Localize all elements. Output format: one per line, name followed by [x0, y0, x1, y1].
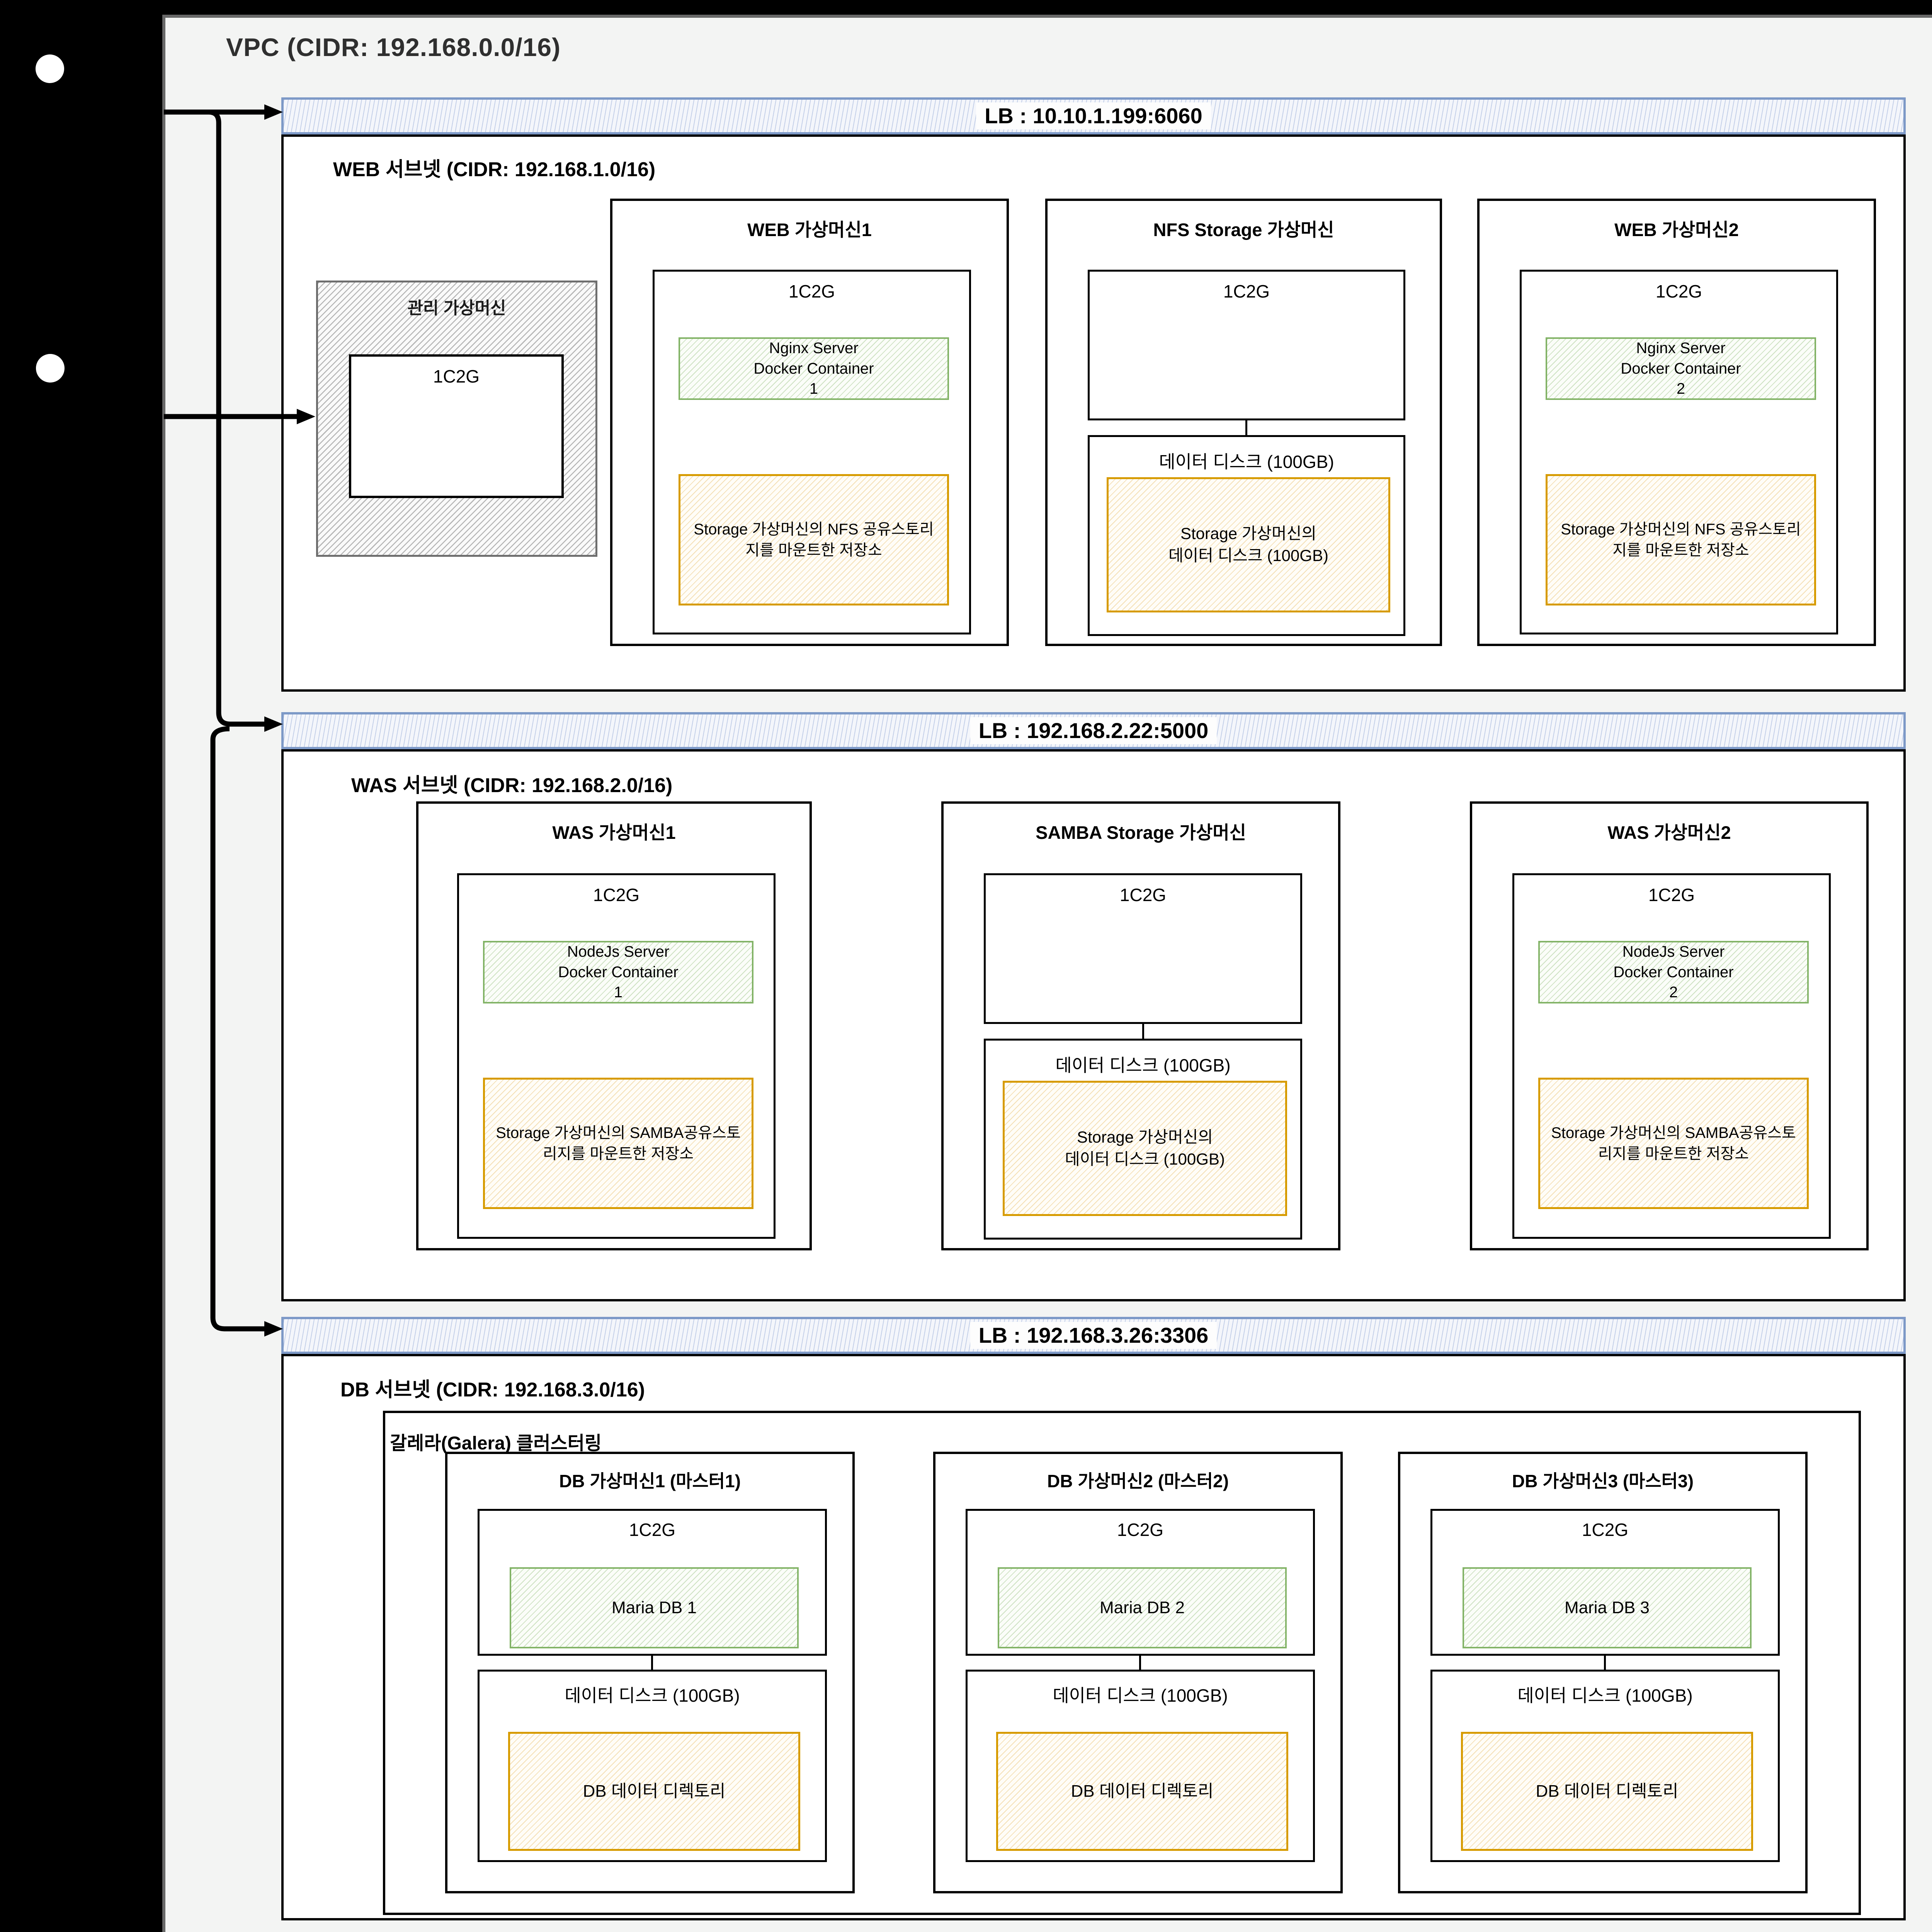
- vm-nfs-disk-label: 데이터 디스크 (100GB): [1159, 452, 1334, 472]
- vm-was-2-title: WAS 가상머신2: [1607, 822, 1731, 843]
- vm-web-2-compute: 1C2G Nginx Server Docker Container 2 Sto…: [1520, 270, 1838, 634]
- vm-was-1-storage: Storage 가상머신의 SAMBA공유스토리지를 마운트한 저장소: [483, 1078, 753, 1209]
- vm-management-compute: 1C2G: [349, 354, 564, 498]
- lb-banner-web: LB : 10.10.1.199:6060: [281, 97, 1906, 134]
- vm-was-1-title: WAS 가상머신1: [552, 822, 676, 843]
- vm-web-2-spec: 1C2G: [1655, 281, 1702, 301]
- vm-management-title: 관리 가상머신: [407, 299, 506, 318]
- lb-banner-web-label: LB : 10.10.1.199:6060: [976, 102, 1211, 129]
- vm-samba-disk-storage: Storage 가상머신의 데이터 디스크 (100GB): [1003, 1081, 1287, 1216]
- subnet-was: WAS 서브넷 (CIDR: 192.168.2.0/16) WAS 가상머신1…: [281, 749, 1906, 1301]
- vm-db-3-compute: 1C2G Maria DB 3: [1430, 1509, 1780, 1656]
- vm-nfs-storage-compute: 1C2G: [1088, 270, 1405, 420]
- vm-samba-storage: SAMBA Storage 가상머신 1C2G 데이터 디스크 (100GB) …: [941, 801, 1340, 1250]
- vm-web-1-storage: Storage 가상머신의 NFS 공유스토리지를 마운트한 저장소: [679, 474, 949, 605]
- vm-web-1: WEB 가상머신1 1C2G Nginx Server Docker Conta…: [610, 199, 1009, 646]
- vm-was-1-container: NodeJs Server Docker Container 1: [483, 941, 753, 1003]
- vm-db-2-title: DB 가상머신2 (마스터2): [1047, 1471, 1229, 1491]
- vm-web-2-title: WEB 가상머신2: [1614, 219, 1739, 240]
- lb-banner-was: LB : 192.168.2.22:5000: [281, 712, 1906, 749]
- vm-web-2-storage: Storage 가상머신의 NFS 공유스토리지를 마운트한 저장소: [1546, 474, 1816, 605]
- vm-db-1-engine: Maria DB 1: [510, 1567, 799, 1648]
- vm-db-2-compute: 1C2G Maria DB 2: [966, 1509, 1315, 1656]
- subnet-web-label: WEB 서브넷 (CIDR: 192.168.1.0/16): [333, 158, 656, 181]
- vm-was-1: WAS 가상머신1 1C2G NodeJs Server Docker Cont…: [416, 801, 812, 1250]
- vm-nfs-storage-title: NFS Storage 가상머신: [1153, 219, 1334, 240]
- vm-was-2-compute: 1C2G NodeJs Server Docker Container 2 St…: [1512, 873, 1831, 1239]
- vm-db-1-disk-label: 데이터 디스크 (100GB): [565, 1685, 740, 1706]
- vm-db-3-disk-label: 데이터 디스크 (100GB): [1517, 1685, 1693, 1706]
- vm-samba-disk: 데이터 디스크 (100GB) Storage 가상머신의 데이터 디스크 (1…: [984, 1039, 1302, 1240]
- vm-db-2: DB 가상머신2 (마스터2) 1C2G Maria DB 2 데이터 디스크 …: [933, 1452, 1343, 1893]
- vm-web-1-compute: 1C2G Nginx Server Docker Container 1 Sto…: [653, 270, 971, 634]
- vm-db-1-title: DB 가상머신1 (마스터1): [559, 1471, 741, 1491]
- lb-banner-db-label: LB : 192.168.3.26:3306: [970, 1322, 1217, 1349]
- vm-db-1-disk: 데이터 디스크 (100GB) DB 데이터 디렉토리: [478, 1670, 827, 1862]
- subnet-was-label: WAS 서브넷 (CIDR: 192.168.2.0/16): [351, 774, 673, 797]
- lb-banner-db: LB : 192.168.3.26:3306: [281, 1317, 1906, 1354]
- vm-db-3-engine: Maria DB 3: [1463, 1567, 1752, 1648]
- vm-samba-storage-title: SAMBA Storage 가상머신: [1036, 822, 1246, 843]
- vm-db-3-disk: 데이터 디스크 (100GB) DB 데이터 디렉토리: [1430, 1670, 1780, 1862]
- vm-was-1-spec: 1C2G: [593, 885, 640, 905]
- vm-nfs-disk-connector: [1245, 420, 1247, 435]
- decorative-dot-1: [36, 54, 64, 83]
- vm-samba-disk-label: 데이터 디스크 (100GB): [1055, 1055, 1231, 1075]
- vm-was-2-container: NodeJs Server Docker Container 2: [1538, 941, 1809, 1003]
- vm-was-1-compute: 1C2G NodeJs Server Docker Container 1 St…: [457, 873, 776, 1239]
- vpc-title: VPC (CIDR: 192.168.0.0/16): [226, 33, 561, 61]
- vm-nfs-disk: 데이터 디스크 (100GB) Storage 가상머신의 데이터 디스크 (1…: [1088, 435, 1405, 636]
- vm-db-2-engine: Maria DB 2: [998, 1567, 1287, 1648]
- vm-was-2-storage: Storage 가상머신의 SAMBA공유스토리지를 마운트한 저장소: [1538, 1078, 1809, 1209]
- vm-web-1-title: WEB 가상머신1: [747, 219, 872, 240]
- vm-web-2-container: Nginx Server Docker Container 2: [1546, 337, 1816, 400]
- vm-nfs-storage-spec: 1C2G: [1223, 281, 1270, 301]
- vm-db-3-data-dir: DB 데이터 디렉토리: [1461, 1732, 1753, 1851]
- vm-web-2: WEB 가상머신2 1C2G Nginx Server Docker Conta…: [1477, 199, 1876, 646]
- vm-db-3: DB 가상머신3 (마스터3) 1C2G Maria DB 3 데이터 디스크 …: [1398, 1452, 1808, 1893]
- vm-was-2-spec: 1C2G: [1648, 885, 1695, 905]
- vm-db-2-spec: 1C2G: [1117, 1520, 1164, 1540]
- vm-db-1-spec: 1C2G: [629, 1520, 676, 1540]
- vm-management: 관리 가상머신 1C2G: [316, 281, 597, 557]
- vm-db-3-spec: 1C2G: [1582, 1520, 1629, 1540]
- vm-was-2: WAS 가상머신2 1C2G NodeJs Server Docker Cont…: [1470, 801, 1869, 1250]
- vm-db-1-data-dir: DB 데이터 디렉토리: [508, 1732, 800, 1851]
- vm-nfs-storage: NFS Storage 가상머신 1C2G 데이터 디스크 (100GB) St…: [1045, 199, 1442, 646]
- vm-web-1-container: Nginx Server Docker Container 1: [679, 337, 949, 400]
- vm-db-3-disk-connector: [1604, 1656, 1606, 1670]
- vm-db-1-disk-connector: [651, 1656, 653, 1670]
- vm-db-1: DB 가상머신1 (마스터1) 1C2G Maria DB 1 데이터 디스크 …: [445, 1452, 855, 1893]
- subnet-db-label: DB 서브넷 (CIDR: 192.168.3.0/16): [340, 1379, 645, 1401]
- vm-samba-disk-connector: [1142, 1024, 1144, 1039]
- vm-samba-storage-compute: 1C2G: [984, 873, 1302, 1024]
- lb-banner-was-label: LB : 192.168.2.22:5000: [970, 717, 1217, 744]
- vm-db-3-title: DB 가상머신3 (마스터3): [1512, 1471, 1694, 1491]
- vm-management-spec: 1C2G: [433, 366, 480, 386]
- galera-cluster-box: 갈레라(Galera) 클러스터링 DB 가상머신1 (마스터1) 1C2G M…: [383, 1411, 1861, 1915]
- vm-db-2-disk: 데이터 디스크 (100GB) DB 데이터 디렉토리: [966, 1670, 1315, 1862]
- decorative-dot-2: [36, 354, 65, 383]
- vm-db-2-disk-connector: [1139, 1656, 1141, 1670]
- vm-db-2-data-dir: DB 데이터 디렉토리: [996, 1732, 1288, 1851]
- vm-web-1-spec: 1C2G: [788, 281, 835, 301]
- vm-db-1-compute: 1C2G Maria DB 1: [478, 1509, 827, 1656]
- vm-nfs-disk-storage: Storage 가상머신의 데이터 디스크 (100GB): [1107, 477, 1390, 612]
- vm-samba-storage-spec: 1C2G: [1119, 885, 1167, 905]
- subnet-db: DB 서브넷 (CIDR: 192.168.3.0/16) 갈레라(Galera…: [281, 1354, 1906, 1920]
- vm-db-2-disk-label: 데이터 디스크 (100GB): [1053, 1685, 1228, 1706]
- galera-cluster-label: 갈레라(Galera) 클러스터링: [390, 1433, 602, 1454]
- subnet-web: WEB 서브넷 (CIDR: 192.168.1.0/16) 관리 가상머신 1…: [281, 134, 1906, 692]
